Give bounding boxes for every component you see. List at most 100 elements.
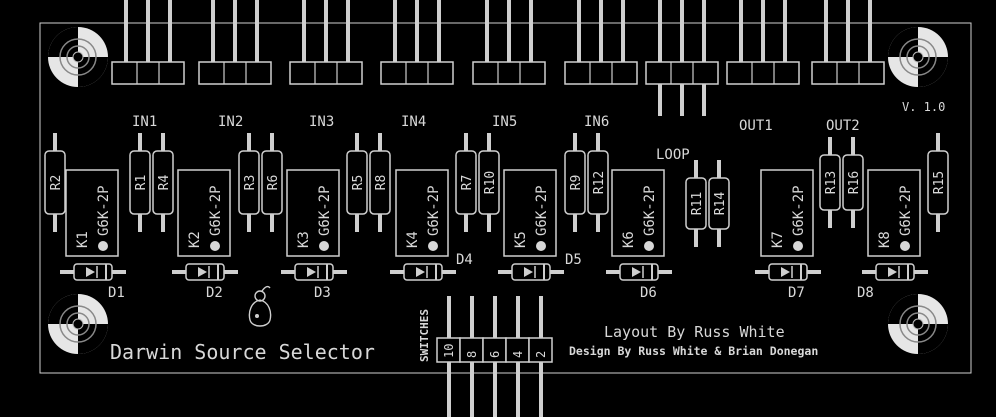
resistor-label: R16: [847, 171, 862, 194]
relay-ref: K7: [770, 231, 786, 248]
mounting-hole-icon: [48, 27, 108, 87]
diode: D6: [606, 263, 672, 301]
pin-header: [564, 0, 638, 85]
diode: D2: [172, 263, 238, 301]
resistor-label: R1: [134, 175, 149, 191]
switch-header-label: SWITCHES: [418, 309, 431, 362]
switch-pin-number: 4: [511, 351, 525, 358]
input-header-group: [111, 0, 885, 116]
header-body: [811, 61, 885, 85]
resistor: R7: [455, 133, 477, 232]
resistor: R1: [129, 133, 151, 232]
diode-label: D2: [206, 285, 223, 301]
mounting-hole-icon: [48, 294, 108, 354]
diode: D8: [857, 263, 928, 301]
header-body: [289, 61, 363, 85]
relay: K2 G6K-2P: [177, 169, 231, 257]
header-label-in3: IN3: [309, 114, 334, 130]
header-label-in6: IN6: [584, 114, 609, 130]
relay-ref: K2: [187, 231, 203, 248]
relay-part: G6K-2P: [426, 185, 442, 236]
header-label-out2: OUT2: [826, 118, 860, 134]
header-label-in2: IN2: [218, 114, 243, 130]
header-body: [111, 61, 185, 85]
diode: D1: [60, 263, 126, 301]
resistor-label: R13: [824, 171, 839, 194]
resistor: R15: [927, 133, 949, 232]
diode-label: D7: [788, 285, 805, 301]
resistor-label: R3: [243, 175, 258, 191]
diode: D5: [498, 252, 582, 281]
resistor-label: R12: [592, 171, 607, 194]
relay-part: G6K-2P: [898, 185, 914, 236]
relay-part: G6K-2P: [96, 185, 112, 236]
pin-header: [472, 0, 546, 85]
resistor: R5: [346, 133, 368, 232]
switch-pin-number: 10: [442, 344, 456, 358]
diode: D7: [755, 263, 821, 301]
resistor-label: R14: [713, 192, 728, 216]
header-label-in1: IN1: [132, 114, 157, 130]
header-body: [472, 61, 546, 85]
relay-group: K1G6K-2PK2G6K-2PK3G6K-2PK4G6K-2PK5G6K-2P…: [65, 169, 921, 257]
resistor-label: R4: [157, 175, 172, 191]
pin-header: [726, 0, 800, 85]
header-label-out1: OUT1: [739, 118, 773, 134]
diode-label: D4: [456, 252, 473, 268]
switch-pin-number: 2: [534, 351, 548, 358]
diode-label: D3: [314, 285, 331, 301]
pin-header: [811, 0, 885, 85]
diode-label: D5: [565, 252, 582, 268]
pin-header: [380, 0, 454, 85]
relay-ref: K3: [296, 231, 312, 248]
pin-header: [289, 0, 363, 85]
relay-part: G6K-2P: [208, 185, 224, 236]
relay-ref: K6: [621, 231, 637, 248]
resistor-label: R7: [460, 175, 475, 191]
resistor: R10: [478, 133, 500, 232]
mounting-hole-icon: [888, 27, 948, 87]
pin-header: [198, 0, 272, 85]
resistor: R8: [369, 133, 391, 232]
resistor-label: R2: [49, 175, 64, 191]
switch-pin-cell: [528, 337, 553, 363]
header-label-in5: IN5: [492, 114, 517, 130]
mounting-holes: [48, 27, 948, 354]
resistor-label: R6: [266, 175, 281, 191]
resistor-label: R8: [374, 175, 389, 191]
resistor: R9: [564, 133, 586, 232]
diode-label: D1: [108, 285, 125, 301]
resistor: R2: [44, 133, 66, 232]
relay-part: G6K-2P: [791, 185, 807, 236]
diode-label: D6: [640, 285, 657, 301]
resistor-label: R9: [569, 175, 584, 191]
layout-credit: Layout By Russ White: [604, 323, 785, 341]
header-body: [726, 61, 800, 85]
header-body: [198, 61, 272, 85]
relay: K7 G6K-2P: [760, 169, 814, 257]
resistor-label: R5: [351, 175, 366, 191]
diode: D4: [390, 252, 473, 281]
resistor: R6: [261, 133, 283, 232]
relay-part: G6K-2P: [534, 185, 550, 236]
resistor: R14: [708, 160, 730, 247]
pin-header: [645, 0, 719, 116]
version-label: V. 1.0: [902, 100, 945, 114]
resistor: R3: [238, 133, 260, 232]
header-body: [380, 61, 454, 85]
resistor: R13: [819, 137, 841, 228]
board-title: Darwin Source Selector: [110, 340, 375, 364]
resistor: R16: [842, 137, 864, 228]
diode: D3: [281, 263, 347, 301]
resistor: R11: [685, 160, 707, 247]
header-labels: IN1 IN2 IN3 IN4 IN5 IN6 LOOP OUT1 OUT2: [132, 114, 860, 163]
